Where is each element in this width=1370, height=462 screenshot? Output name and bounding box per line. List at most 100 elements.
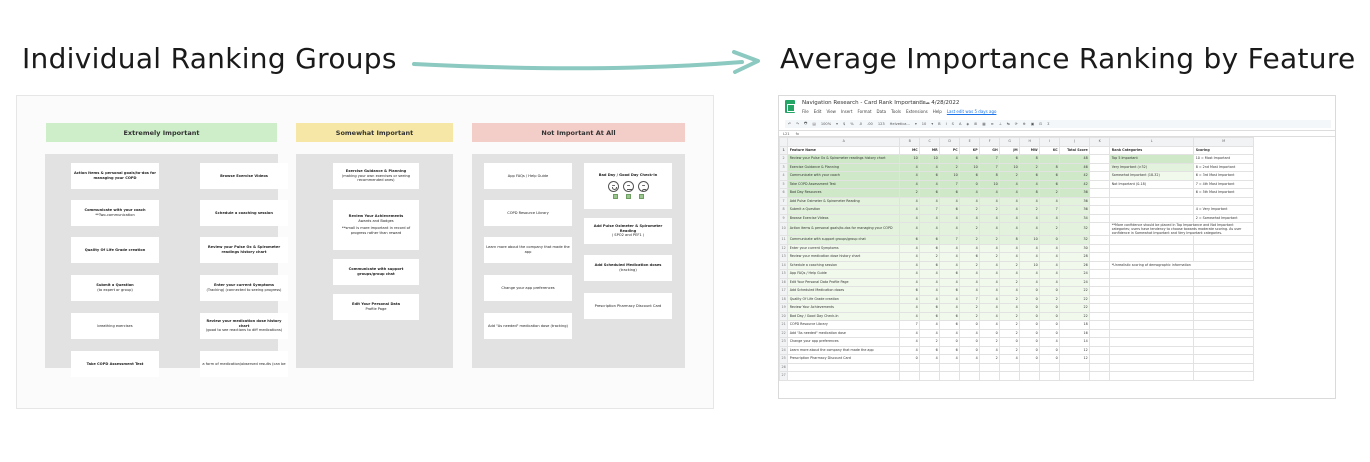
cell[interactable] bbox=[919, 362, 941, 372]
cell[interactable]: 8 bbox=[1039, 162, 1061, 172]
cell[interactable]: 0 bbox=[899, 354, 921, 364]
cell[interactable]: 4 bbox=[939, 277, 961, 287]
cell[interactable]: 2 bbox=[959, 311, 981, 321]
checkbox-icon[interactable] bbox=[638, 193, 644, 199]
sort-card[interactable]: Change your app preferences bbox=[484, 275, 572, 301]
cell[interactable]: 4 bbox=[959, 354, 981, 364]
cell[interactable]: 0 bbox=[1019, 286, 1041, 296]
cell[interactable]: 4 bbox=[939, 154, 961, 164]
cell[interactable]: KP bbox=[959, 145, 981, 155]
sort-card[interactable]: Add Scheduled Medication doses(tracking) bbox=[584, 255, 672, 281]
last-edit-link[interactable]: Last edit was 5 days ago bbox=[946, 109, 997, 114]
cell[interactable]: Rank Categories bbox=[1109, 145, 1195, 155]
row-number[interactable]: 11 bbox=[779, 235, 789, 245]
cell[interactable]: 4 bbox=[959, 328, 981, 338]
row-number[interactable]: 12 bbox=[779, 243, 789, 253]
cell[interactable]: 10 bbox=[1019, 260, 1041, 270]
toolbar-button[interactable]: ◈ bbox=[966, 122, 970, 126]
cell[interactable]: COPD Resource Library bbox=[787, 320, 901, 330]
cell[interactable]: 4 bbox=[899, 222, 921, 236]
menu-item[interactable]: Format bbox=[857, 109, 872, 114]
cell[interactable]: 0 bbox=[959, 345, 981, 355]
cell[interactable]: 4 bbox=[919, 162, 941, 172]
cell[interactable]: 2 bbox=[919, 337, 941, 347]
cell[interactable] bbox=[1039, 371, 1061, 381]
cell[interactable]: 0 bbox=[1019, 345, 1041, 355]
cell[interactable]: 4 bbox=[1039, 269, 1061, 279]
cell[interactable]: Enter your current Symptoms bbox=[787, 243, 901, 253]
toolbar-button[interactable]: ▦ bbox=[982, 122, 986, 126]
cell[interactable]: 4 bbox=[939, 222, 961, 236]
cell[interactable]: 6 bbox=[1039, 179, 1061, 189]
cell[interactable]: 0 bbox=[1039, 320, 1061, 330]
cell[interactable] bbox=[1089, 362, 1111, 372]
cell[interactable]: 36 bbox=[1059, 188, 1091, 198]
sort-card[interactable]: Schedule a coaching session bbox=[200, 200, 288, 226]
sort-card[interactable]: Bad Day / Good Day Check-In bbox=[584, 163, 672, 209]
cell[interactable]: GH bbox=[979, 145, 1001, 155]
cell[interactable]: Edit Your Personal Data Profile Page bbox=[787, 277, 901, 287]
cell[interactable]: 4 bbox=[999, 188, 1021, 198]
cell[interactable]: 2 bbox=[999, 260, 1021, 270]
menu-item[interactable]: Insert bbox=[840, 109, 853, 114]
cell[interactable]: **More confidence should be placed in To… bbox=[1109, 222, 1255, 236]
cell[interactable] bbox=[1039, 154, 1061, 164]
cell[interactable] bbox=[979, 362, 1001, 372]
row-number[interactable]: 20 bbox=[779, 311, 789, 321]
cell[interactable]: Scoring bbox=[1193, 145, 1255, 155]
cell[interactable]: 4 bbox=[979, 294, 1001, 304]
cell[interactable] bbox=[1109, 277, 1195, 287]
column-header[interactable] bbox=[779, 137, 789, 147]
cell[interactable]: 2 bbox=[939, 162, 961, 172]
cell[interactable]: 4 bbox=[999, 205, 1021, 215]
cell[interactable]: 4 bbox=[979, 277, 1001, 287]
cell[interactable]: 7 bbox=[1039, 205, 1061, 215]
cell[interactable]: 4 bbox=[899, 252, 921, 262]
toolbar-button[interactable]: ▣ bbox=[1030, 122, 1035, 126]
cell[interactable]: Action items & personal goals/to-dos for… bbox=[787, 222, 901, 236]
menu-item[interactable]: Help bbox=[932, 109, 942, 114]
cell[interactable] bbox=[1193, 196, 1255, 206]
cell[interactable]: 0 bbox=[1019, 354, 1041, 364]
cell[interactable]: 4 bbox=[1019, 277, 1041, 287]
cell[interactable]: 12 bbox=[1059, 345, 1091, 355]
cell[interactable]: 4 bbox=[899, 277, 921, 287]
column-header[interactable]: B bbox=[899, 137, 921, 147]
cell[interactable]: 0 bbox=[1019, 320, 1041, 330]
cell[interactable] bbox=[1109, 311, 1195, 321]
cell[interactable]: 4 bbox=[999, 252, 1021, 262]
cell[interactable] bbox=[899, 371, 921, 381]
cell[interactable]: 10 bbox=[899, 154, 921, 164]
cell[interactable]: 10 = Most Important bbox=[1193, 154, 1255, 164]
toolbar-button[interactable]: % bbox=[850, 122, 854, 126]
cell[interactable]: 6 bbox=[939, 205, 961, 215]
toolbar-button[interactable]: ↹ bbox=[1006, 122, 1010, 126]
cell[interactable]: 6 bbox=[899, 235, 921, 245]
menu-item[interactable]: View bbox=[826, 109, 836, 114]
toolbar-button[interactable]: 10 bbox=[921, 122, 927, 126]
cell[interactable]: 2 = Somewhat Important bbox=[1193, 213, 1255, 223]
cell[interactable]: 7 bbox=[919, 205, 941, 215]
cell[interactable]: 10 bbox=[1019, 235, 1041, 245]
cell[interactable]: 0 bbox=[979, 328, 1001, 338]
cell[interactable]: 2 bbox=[979, 205, 1001, 215]
cell[interactable]: Browse Exercise Videos bbox=[787, 213, 901, 223]
column-header[interactable]: D bbox=[939, 137, 961, 147]
toolbar-button[interactable]: ▤ bbox=[812, 122, 816, 126]
cell[interactable]: 2 bbox=[979, 354, 1001, 364]
toolbar-button[interactable]: Helvetica... bbox=[889, 122, 910, 126]
cell[interactable]: 10 bbox=[979, 179, 1001, 189]
cell[interactable]: 7 bbox=[979, 154, 1001, 164]
cell[interactable]: Change your app preferences bbox=[787, 337, 901, 347]
cell[interactable]: 8 bbox=[1019, 188, 1041, 198]
cell[interactable] bbox=[1193, 235, 1255, 245]
cell[interactable]: 4 bbox=[959, 196, 981, 206]
cell[interactable]: 4 bbox=[979, 311, 1001, 321]
cell[interactable] bbox=[1089, 320, 1111, 330]
toolbar-button[interactable]: A bbox=[958, 122, 962, 126]
cell[interactable]: 4 bbox=[899, 196, 921, 206]
cell[interactable]: 4 bbox=[979, 303, 1001, 313]
cell[interactable]: Prescription Pharmacy Discount Card bbox=[787, 354, 901, 364]
toolbar-button[interactable]: ↶ bbox=[788, 122, 792, 126]
cell[interactable] bbox=[959, 362, 981, 372]
